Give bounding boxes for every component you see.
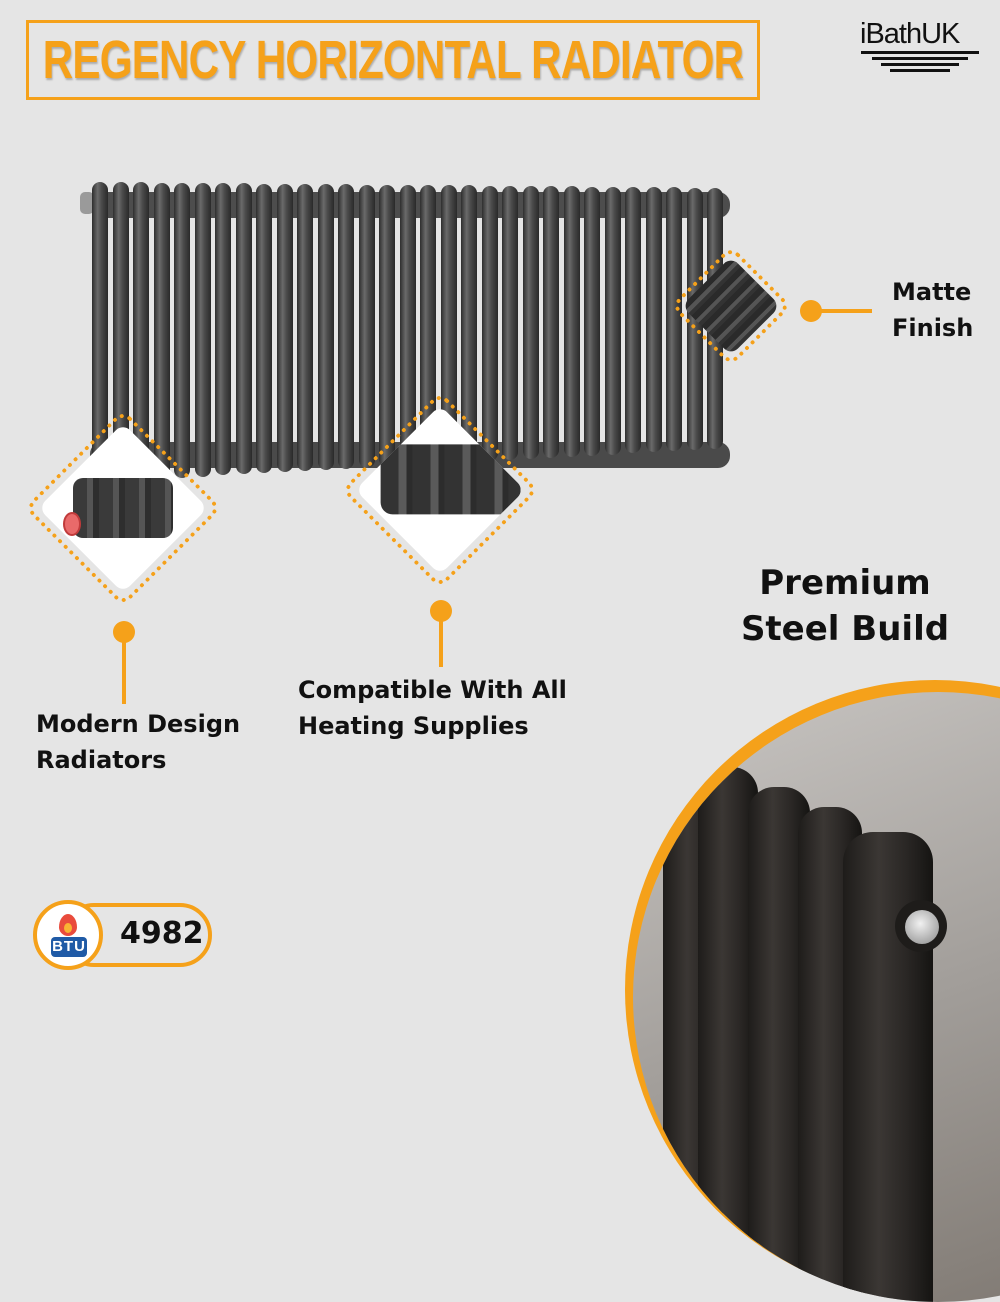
radiator-column xyxy=(543,186,560,458)
radiator-column xyxy=(440,185,457,464)
radiator-column xyxy=(358,184,375,468)
feature-label-matte-finish: Matte Finish xyxy=(892,278,974,342)
radiator-column xyxy=(112,182,129,481)
feature-label-modern-design: Modern Design Radiators xyxy=(36,710,241,774)
steel-closeup-circle xyxy=(625,680,1000,1302)
radiator-column xyxy=(215,183,232,476)
page-title: REGENCY HORIZONTAL RADIATOR xyxy=(42,30,744,90)
radiator-column xyxy=(420,185,437,465)
brand-logo: iBathUK xyxy=(860,20,980,72)
radiator-column xyxy=(379,184,396,467)
radiator-column xyxy=(174,182,191,478)
logo-line-4 xyxy=(890,69,950,72)
inlet-valve-icon xyxy=(63,512,81,536)
logo-line-3 xyxy=(881,63,959,66)
callout-dot xyxy=(800,300,822,322)
callout-line xyxy=(122,632,126,704)
radiator-column xyxy=(276,183,293,473)
radiator-column xyxy=(604,186,621,455)
logo-text: iBathUK xyxy=(860,18,960,50)
radiator-column xyxy=(338,184,355,469)
radiator-column xyxy=(194,182,211,477)
radiator-column xyxy=(153,182,170,479)
callout-line xyxy=(812,309,872,313)
btu-value: 4982 xyxy=(120,916,204,951)
radiator-column xyxy=(256,183,273,474)
logo-underline xyxy=(861,51,979,54)
radiator-column xyxy=(133,182,150,480)
radiator-column xyxy=(502,185,519,461)
flame-icon xyxy=(59,914,77,936)
radiator-column xyxy=(563,186,580,457)
premium-steel-heading: Premium Steel Build xyxy=(740,563,950,649)
steel-closeup-image xyxy=(633,692,1000,1302)
radiator-column xyxy=(92,182,108,482)
radiator-column xyxy=(481,185,498,462)
feature-label-compatible: Compatible With All Heating Supplies xyxy=(298,676,567,740)
logo-line-2 xyxy=(872,57,968,60)
radiator-column xyxy=(584,186,601,456)
radiator-column xyxy=(317,184,334,470)
radiator-column xyxy=(522,186,539,459)
radiator-product-image xyxy=(80,180,738,500)
bleed-valve-icon xyxy=(80,192,94,214)
radiator-column xyxy=(645,187,662,453)
btu-icon-circle: BTU xyxy=(33,900,103,970)
radiator-column xyxy=(461,185,478,463)
btu-icon: BTU xyxy=(51,937,87,957)
callout-line xyxy=(439,611,443,667)
bleed-valve-knob-icon xyxy=(905,910,939,944)
radiator-column xyxy=(235,183,252,475)
radiator-column xyxy=(399,184,416,466)
radiator-column xyxy=(297,183,314,472)
radiator-column xyxy=(625,187,642,454)
radiator-column xyxy=(666,187,683,452)
title-banner: REGENCY HORIZONTAL RADIATOR xyxy=(26,20,760,100)
